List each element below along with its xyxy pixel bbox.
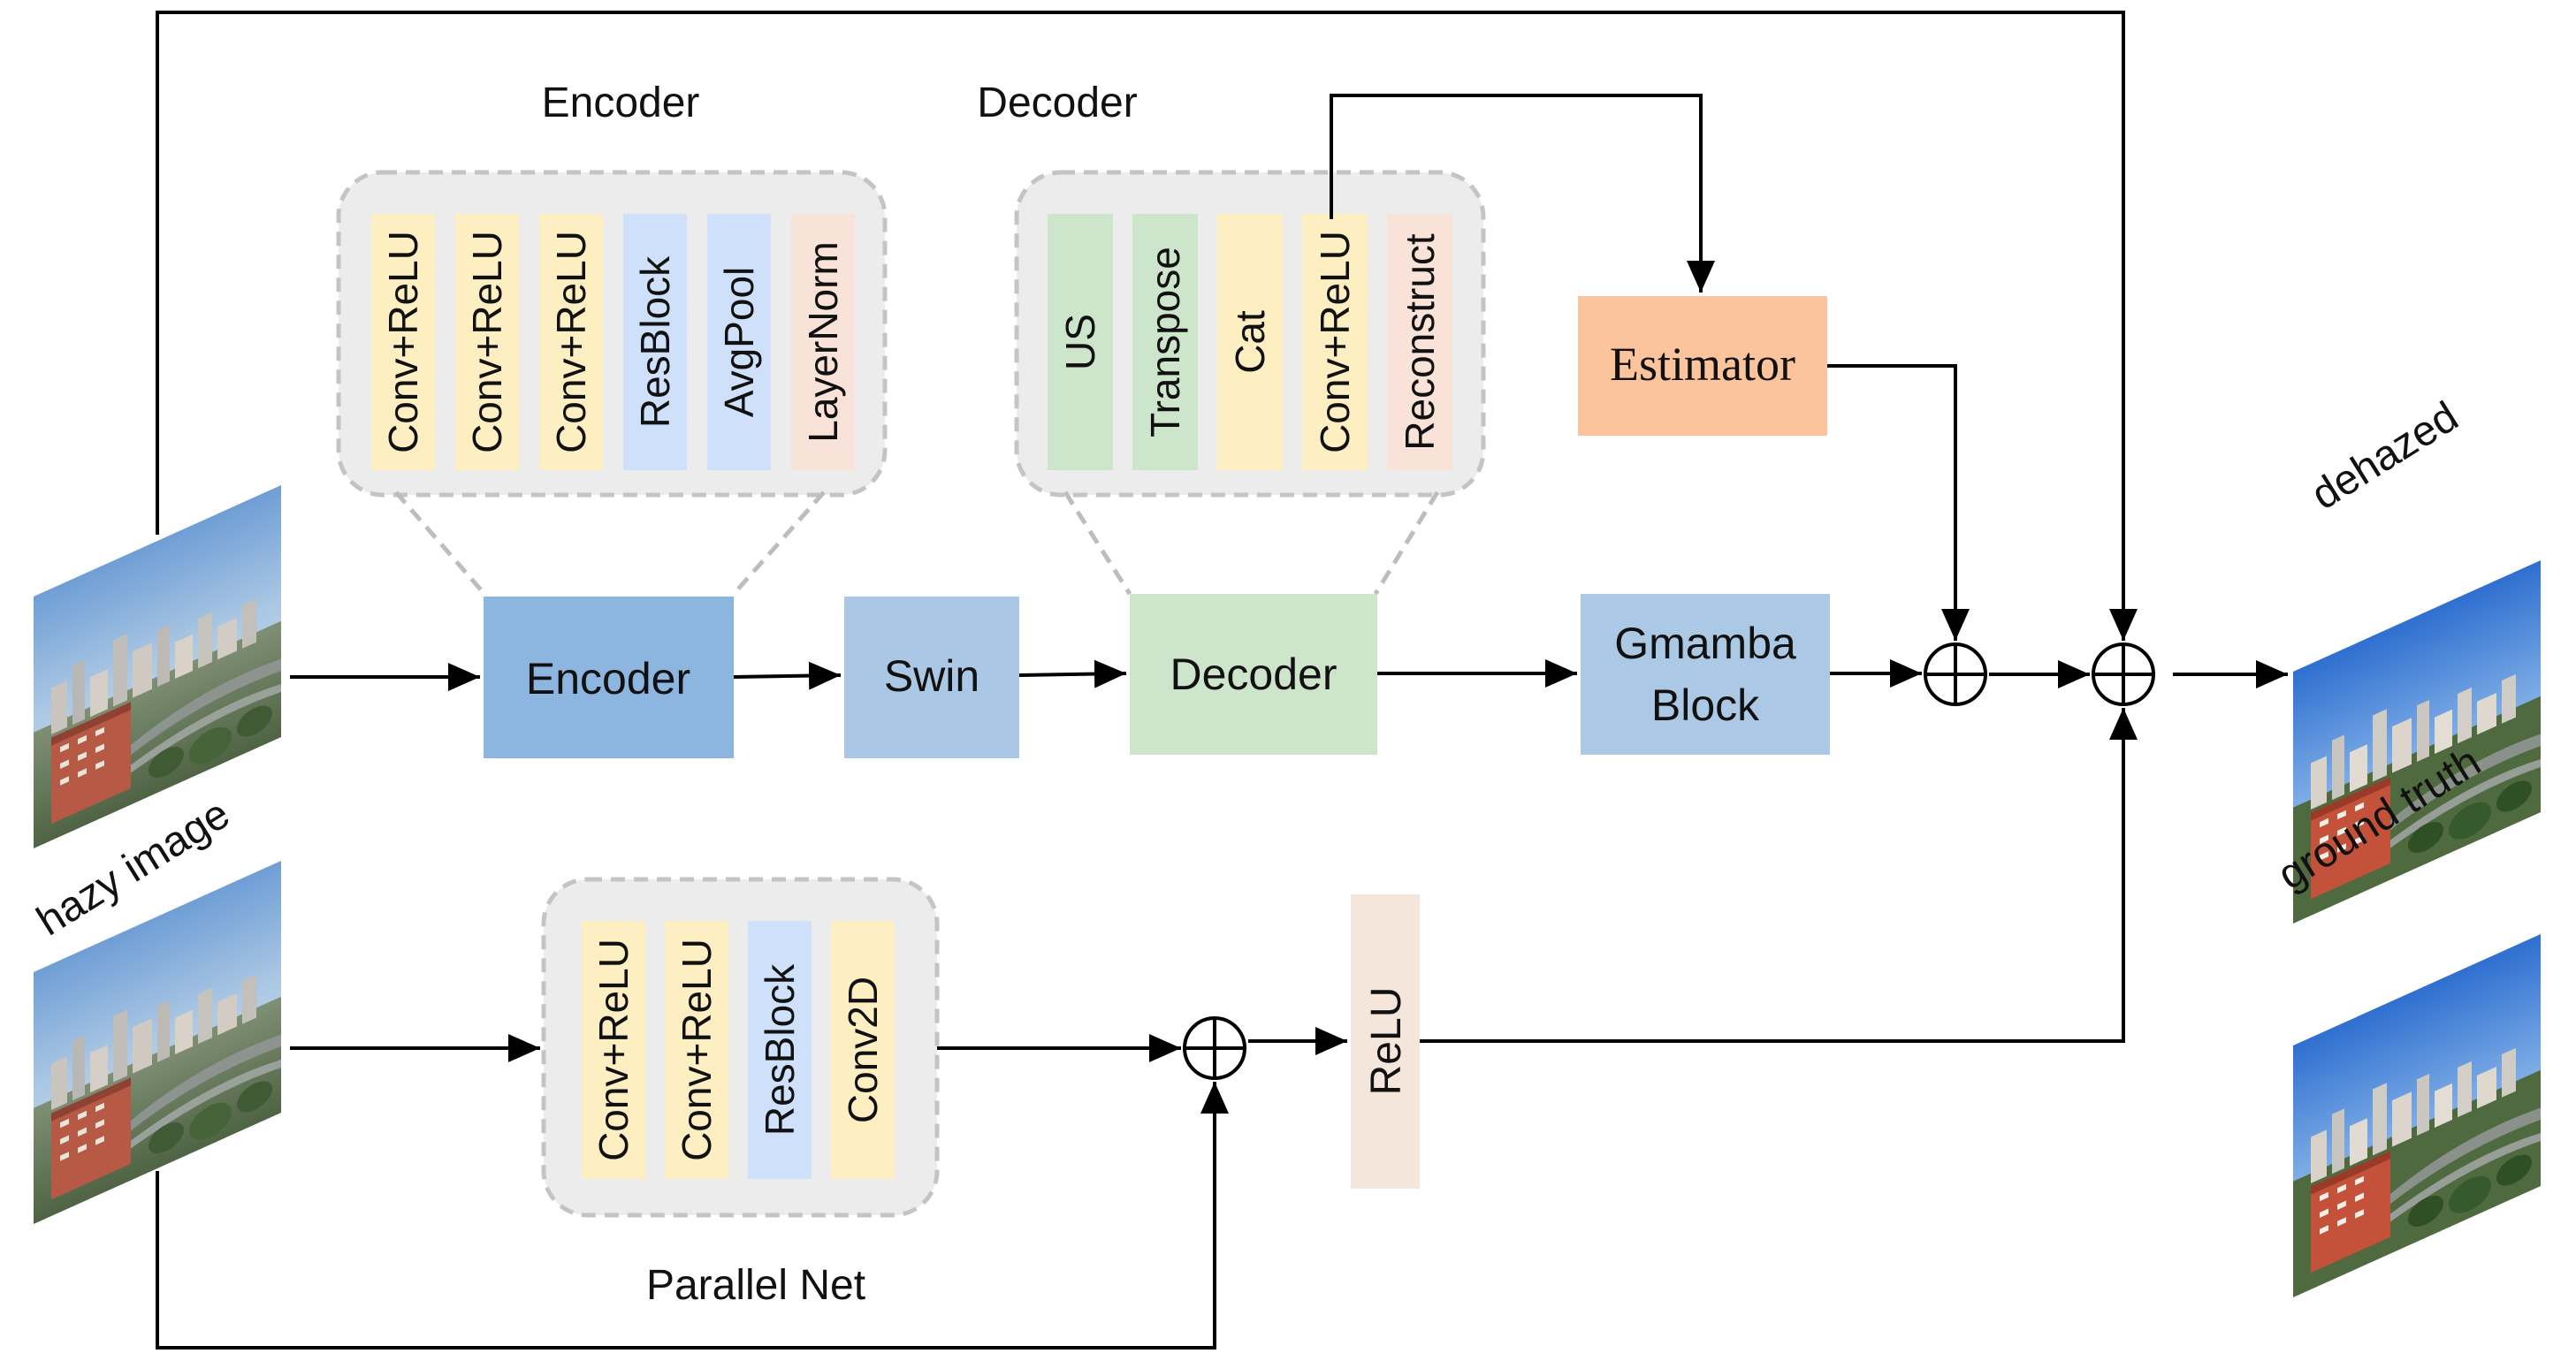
encoder-block-label: Encoder: [526, 654, 690, 703]
decoder-layer-4: [1302, 214, 1368, 470]
relu-block-label: ReLU: [1363, 987, 1410, 1096]
decoder-zoom-left: [1063, 490, 1132, 596]
encoder-layer-3: [539, 214, 603, 470]
encoder-layer-2: [455, 214, 519, 470]
decoder-layers: US Transpose Cat Conv+ReLU Reconstruct: [1048, 214, 1452, 470]
gmamba-block-label-line2: Block: [1651, 680, 1760, 730]
encoder-layer-label-6: LayerNorm: [800, 241, 846, 443]
decoder-block-label: Decoder: [1170, 650, 1338, 699]
encoder-layer-label-2: Conv+ReLU: [464, 231, 510, 453]
parallel-layer-label-1: Conv+ReLU: [591, 939, 636, 1161]
parallel-layer-label-2: Conv+ReLU: [674, 939, 720, 1161]
arrow-skip-bottom: [156, 1082, 1229, 1350]
decoder-zoom-right: [1373, 490, 1440, 596]
parallel-net-layers: Conv+ReLU Conv+ReLU ResBlock Conv2D: [582, 921, 895, 1179]
decoder-layer-label-4: Conv+ReLU: [1312, 231, 1358, 453]
swin-block-label: Swin: [884, 651, 979, 701]
parallel-layer-2: [665, 921, 728, 1179]
gmamba-block-label-line1: Gmamba: [1614, 619, 1796, 668]
dehazed-label: dehazed: [2304, 393, 2466, 520]
parallel-layer-4: [831, 921, 895, 1179]
encoder-layer-label-1: Conv+ReLU: [380, 231, 426, 453]
ground-truth-image: [2293, 934, 2541, 1297]
decoder-block: [1130, 594, 1377, 755]
encoder-layer-5: [707, 214, 771, 470]
decoder-layer-label-1: US: [1057, 314, 1103, 370]
encoder-zoom-right: [732, 490, 826, 596]
parallel-layer-1: [582, 921, 645, 1179]
arrow-skip-top: [156, 11, 2138, 641]
arrow-estimator-to-sum1: [1827, 364, 1970, 641]
decoder-layer-3: [1217, 214, 1283, 470]
sum-node-1: [1924, 642, 1987, 706]
decoder-layer-label-2: Transpose: [1142, 247, 1188, 437]
encoder-layer-4: [623, 214, 687, 470]
encoder-layer-6: [791, 214, 855, 470]
relu-block: [1351, 894, 1420, 1189]
encoder-layer-label-5: AvgPool: [716, 267, 762, 418]
decoder-layer-1: [1048, 214, 1113, 470]
arrow-decoder-to-estimator: [1330, 94, 1715, 293]
parallel-layer-label-4: Conv2D: [840, 977, 886, 1123]
parallel-net-heading: Parallel Net: [646, 1262, 865, 1309]
encoder-layer-label-4: ResBlock: [632, 255, 678, 428]
gmamba-block: [1581, 594, 1830, 755]
encoder-layers: Conv+ReLU Conv+ReLU Conv+ReLU ResBlock AvgPo…: [371, 214, 855, 470]
decoder-layer-5: [1387, 214, 1452, 470]
encoder-zoom-left: [394, 490, 486, 596]
estimator-block: [1578, 296, 1827, 436]
parallel-layer-3: [748, 921, 812, 1179]
swin-block: [844, 597, 1019, 758]
parallel-layer-label-3: ResBlock: [757, 963, 803, 1136]
encoder-heading: Encoder: [542, 80, 700, 126]
estimator-block-label: Estimator: [1610, 338, 1795, 391]
arrow-relu-to-sum2: [1420, 708, 2138, 1043]
decoder-layer-2: [1132, 214, 1198, 470]
arrow-encoder-to-swin: [733, 661, 842, 690]
sum-node-2: [2092, 642, 2155, 706]
decoder-heading: Decoder: [977, 80, 1137, 126]
encoder-layer-label-3: Conv+ReLU: [548, 231, 594, 453]
hazy-image-top: [34, 485, 281, 848]
sum-node-3: [1183, 1016, 1246, 1080]
decoder-layer-label-3: Cat: [1227, 310, 1273, 374]
arrow-swin-to-decoder: [1018, 659, 1127, 688]
decoder-layer-label-5: Reconstruct: [1397, 233, 1443, 451]
encoder-layer-1: [371, 214, 435, 470]
encoder-block: [484, 597, 734, 758]
